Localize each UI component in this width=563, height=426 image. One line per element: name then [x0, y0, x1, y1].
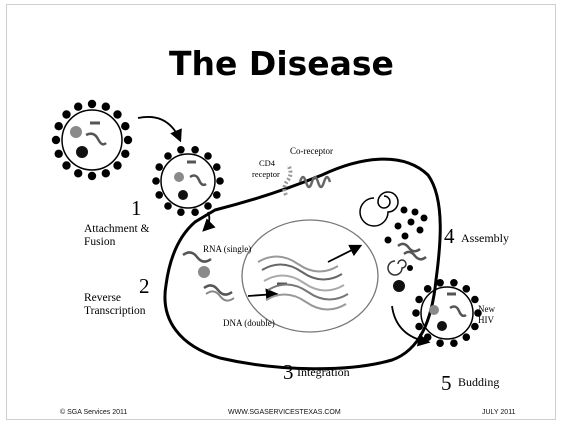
step-5-label: Budding	[458, 375, 499, 389]
envelope-protein-dot	[152, 177, 160, 185]
cd4-receptor	[284, 165, 290, 195]
hiv-virion-incoming	[62, 110, 122, 170]
envelope-protein-dot	[463, 333, 471, 341]
envelope-protein-dot	[155, 163, 163, 171]
cd4-receptor-label: receptor	[252, 169, 280, 179]
envelope-protein-dot	[177, 208, 185, 216]
envelope-protein-dot	[471, 296, 479, 304]
envelope-protein-dot	[113, 110, 121, 118]
envelope-protein-dot	[191, 208, 199, 216]
envelope-protein-dot	[412, 309, 420, 317]
footer-website: WWW.SGASERVICESTEXAS.COM	[228, 409, 341, 416]
step-2-label-2: Transcription	[84, 305, 146, 317]
new-hiv-label-2: HIV	[478, 315, 494, 325]
virion-envelope-proteins	[52, 100, 132, 180]
assembly-swirl	[388, 260, 406, 275]
envelope-protein-dot	[436, 279, 444, 287]
envelope-protein-dot	[62, 161, 70, 169]
footer-date: JULY 2011	[482, 409, 515, 416]
step-4-label: Assembly	[461, 231, 509, 245]
virion-envelope-proteins	[152, 146, 224, 216]
envelope-protein-dot	[88, 172, 96, 180]
hiv-virion-attaching	[161, 154, 215, 208]
envelope-protein-dot	[102, 169, 110, 177]
envelope-protein-dot	[177, 146, 185, 154]
step-2-label: Reverse	[84, 292, 121, 304]
step-4-number: 4	[444, 224, 455, 248]
envelope-protein-dot	[216, 177, 224, 185]
arrow-into-nucleus	[248, 294, 276, 296]
dna-label: DNA (double)	[223, 318, 275, 328]
co-receptor-label: Co-receptor	[290, 146, 333, 156]
envelope-protein-dot	[463, 285, 471, 293]
envelope-protein-dot	[164, 152, 172, 160]
envelope-protein-dot	[213, 191, 221, 199]
envelope-protein-dot	[415, 323, 423, 331]
envelope-protein-dot	[213, 163, 221, 171]
envelope-protein-dot	[121, 122, 129, 130]
rna-label: RNA (single)	[203, 244, 251, 254]
step-2-number: 2	[139, 274, 150, 298]
host-dna	[258, 256, 348, 309]
envelope-protein-dot	[450, 279, 458, 287]
envelope-protein-dot	[164, 202, 172, 210]
envelope-protein-dot	[424, 285, 432, 293]
step-3-number: 3	[283, 360, 294, 384]
envelope-protein-dot	[74, 103, 82, 111]
envelope-protein-dot	[436, 339, 444, 347]
envelope-protein-dot	[424, 333, 432, 341]
arrow-budding	[392, 306, 428, 342]
virion-envelope-proteins	[412, 279, 482, 347]
envelope-protein-dot	[415, 296, 423, 304]
envelope-protein-dot	[62, 110, 70, 118]
envelope-protein-dot	[155, 191, 163, 199]
viral-protein	[198, 266, 210, 278]
envelope-protein-dot	[191, 146, 199, 154]
arrow-out-of-nucleus	[328, 246, 360, 262]
envelope-protein-dot	[102, 103, 110, 111]
arrow-approach	[138, 117, 180, 140]
cd4-label: CD4	[259, 158, 276, 168]
step-1-label-2: Fusion	[84, 236, 116, 248]
envelope-protein-dot	[450, 339, 458, 347]
assembly-rna	[398, 244, 420, 251]
step-3-label: Integration	[297, 365, 350, 379]
envelope-protein-dot	[204, 202, 212, 210]
envelope-protein-dot	[121, 150, 129, 158]
envelope-protein-dot	[55, 150, 63, 158]
step-1-label: Attachment &	[84, 223, 150, 235]
envelope-protein-dot	[204, 152, 212, 160]
host-cell-membrane	[165, 159, 440, 369]
assembly-dark-particle	[393, 280, 405, 292]
envelope-protein-dot	[88, 100, 96, 108]
envelope-protein-dot	[113, 161, 121, 169]
envelope-protein-dot	[74, 169, 82, 177]
new-hiv-label: New	[478, 304, 495, 314]
step-5-number: 5	[441, 371, 452, 395]
assembly-rna-2	[404, 252, 426, 259]
envelope-protein-dot	[124, 136, 132, 144]
assembly-core	[407, 265, 413, 271]
footer-copyright: © SGA Services 2011	[60, 409, 127, 416]
assembly-spiral	[360, 192, 398, 226]
envelope-protein-dot	[55, 122, 63, 130]
step-1-number: 1	[131, 196, 142, 220]
envelope-protein-dot	[52, 136, 60, 144]
